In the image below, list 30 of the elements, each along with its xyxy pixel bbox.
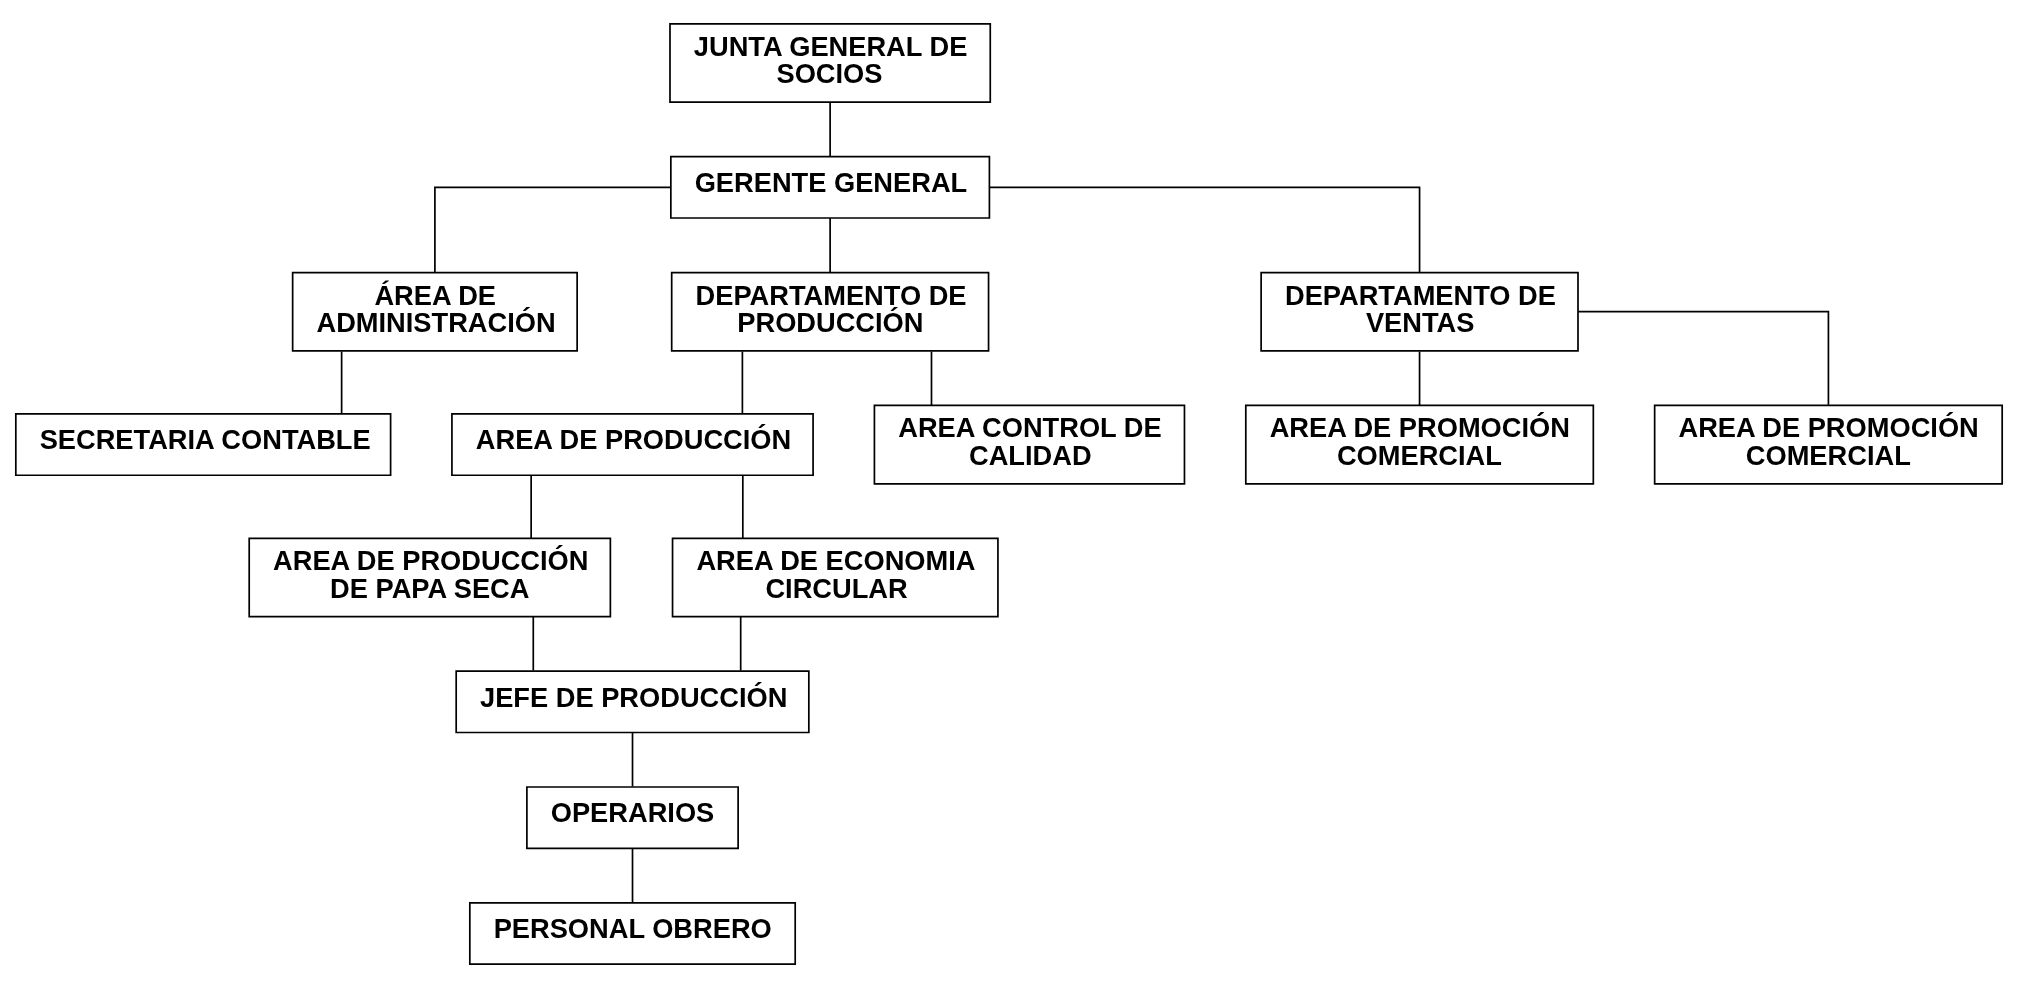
connector [532, 615, 535, 671]
connector [829, 216, 831, 273]
node-box: GERENTE GENERAL [670, 155, 991, 219]
node-box: AREA DE PROMOCIÓN COMERCIAL [1244, 404, 1595, 485]
node-box: PERSONAL OBRERO [468, 901, 797, 965]
connector [631, 847, 634, 903]
node-box: DEPARTAMENTO DE PRODUCCIÓN [670, 271, 990, 352]
node-box: DEPARTAMENTO DE VENTAS [1260, 271, 1579, 352]
node-box: AREA DE PRODUCCIÓN [451, 412, 814, 476]
connector [434, 186, 672, 273]
node-box: AREA DE ECONOMIA CIRCULAR [671, 536, 999, 617]
connector [988, 186, 1421, 273]
node-box: ÁREA DE ADMINISTRACIÓN [291, 271, 578, 352]
connector [741, 474, 744, 539]
node-box: JUNTA GENERAL DE SOCIOS [669, 22, 992, 103]
connector [340, 350, 343, 414]
connector [739, 615, 742, 671]
connector [1418, 350, 1421, 406]
connector [829, 101, 831, 157]
node-box: AREA CONTROL DE CALIDAD [873, 404, 1186, 485]
node-box: AREA DE PROMOCIÓN COMERCIAL [1653, 404, 2004, 485]
node-box: OPERARIOS [526, 785, 739, 849]
connector [631, 731, 634, 787]
connector [530, 474, 532, 539]
node-box: JEFE DE PRODUCCIÓN [455, 669, 810, 733]
connector [930, 350, 933, 406]
node-box: AREA DE PRODUCCIÓN DE PAPA SECA [248, 536, 612, 617]
connector [1577, 310, 1830, 406]
node-box: SECRETARIA CONTABLE [14, 412, 392, 476]
connector [741, 350, 744, 414]
